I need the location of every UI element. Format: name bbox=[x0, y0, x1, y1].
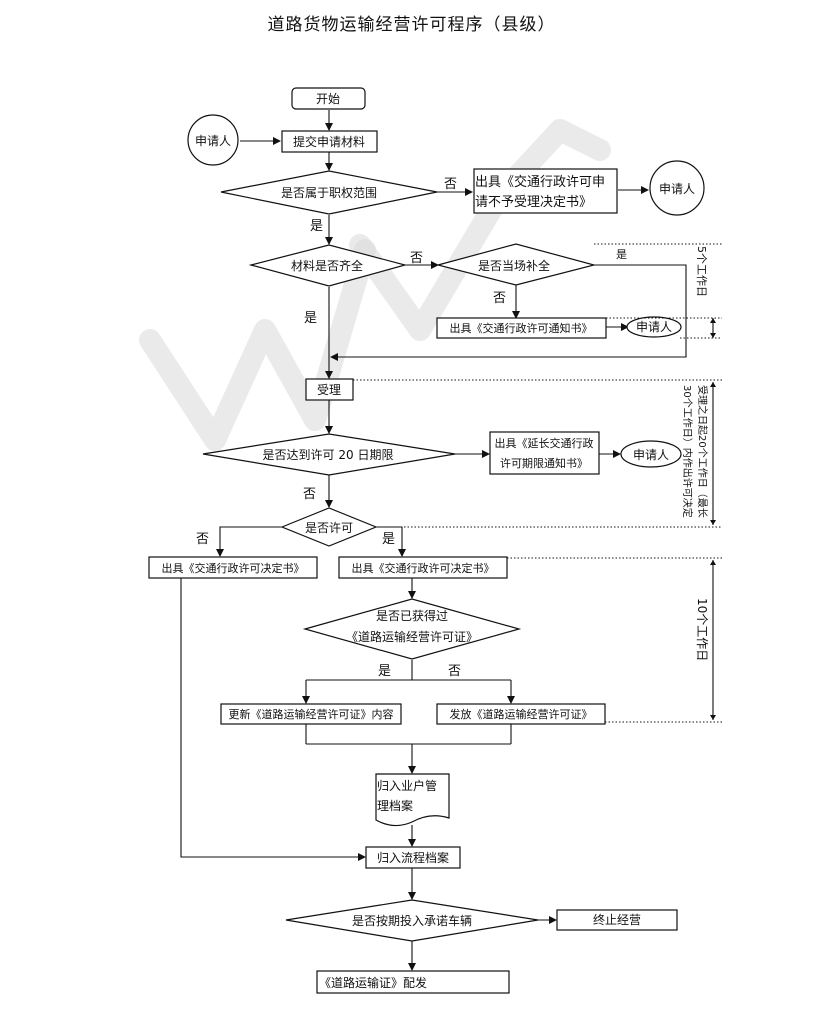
applicant-label: 申请人 bbox=[636, 320, 672, 334]
submit-materials-label: 提交申请材料 bbox=[293, 134, 365, 149]
applicant-label: 申请人 bbox=[195, 134, 231, 148]
edge-label-no: 否 bbox=[448, 664, 461, 679]
decision-doc-no-label: 出具《交通行政许可决定书》 bbox=[162, 561, 305, 575]
edge-label-no: 否 bbox=[493, 291, 506, 306]
within-scope-decision bbox=[220, 170, 438, 215]
start-label: 开始 bbox=[316, 92, 340, 106]
edge-label-no: 否 bbox=[303, 487, 316, 502]
accept-label: 受理 bbox=[317, 383, 341, 397]
twenty-day-limit-label: 是否达到许可 20 日期限 bbox=[263, 448, 394, 462]
terminate-node bbox=[556, 909, 678, 931]
edge-label-no: 否 bbox=[410, 251, 423, 266]
reject-doc-label-1: 出具《交通行政许可申 bbox=[475, 174, 605, 190]
notice-doc-node bbox=[436, 317, 607, 339]
materials-complete-label: 材料是否齐全 bbox=[291, 258, 363, 273]
edge-label-yes: 是 bbox=[378, 664, 391, 679]
vehicles-label: 是否按期投入承诺车辆 bbox=[352, 913, 472, 928]
archive-user-label-2: 理档案 bbox=[377, 798, 413, 813]
permit-label: 是否许可 bbox=[305, 521, 353, 535]
edge-label-yes: 是 bbox=[310, 219, 323, 234]
road-permit-label: 《道路运输证》配发 bbox=[319, 975, 427, 990]
applicant-label: 申请人 bbox=[659, 182, 695, 196]
archive-user-label-1: 归入业户管 bbox=[377, 778, 437, 793]
twenty-days-note-2: 30个工作日）内作出许可决定 bbox=[681, 385, 694, 518]
license-obtained-label-2: 《道路运输经营许可证》 bbox=[346, 629, 478, 644]
extend-doc-label-2: 许可期限通知书》 bbox=[500, 456, 588, 470]
applicant-node bbox=[620, 440, 682, 468]
supplement-decision bbox=[435, 243, 597, 286]
applicant-node bbox=[649, 160, 705, 216]
license-obtained-decision bbox=[302, 598, 522, 660]
supplement-label: 是否当场补全 bbox=[478, 258, 550, 273]
edge-label-no: 否 bbox=[196, 532, 209, 547]
applicant-node bbox=[187, 114, 239, 166]
decision-doc-yes-node bbox=[338, 556, 508, 579]
update-license-label: 更新《道路运输经营许可证》内容 bbox=[229, 707, 394, 721]
vehicles-decision bbox=[285, 899, 539, 942]
decision-doc-yes-label: 出具《交通行政许可决定书》 bbox=[352, 561, 495, 575]
materials-complete-decision bbox=[248, 244, 408, 287]
edge-label-yes: 是 bbox=[616, 248, 627, 261]
update-license-node bbox=[220, 703, 402, 725]
twenty-days-note-1: 受理之日起20个工作日（最长 bbox=[696, 385, 709, 518]
archive-user-node bbox=[375, 773, 450, 827]
road-permit-node bbox=[316, 970, 510, 994]
start-node bbox=[291, 87, 366, 110]
extend-doc-node bbox=[489, 431, 600, 475]
archive-process-label: 归入流程档案 bbox=[377, 850, 449, 865]
decision-doc-no-node bbox=[148, 556, 318, 579]
edge-label-no: 否 bbox=[444, 177, 457, 192]
notice-doc-label: 出具《交通行政许可通知书》 bbox=[450, 321, 593, 335]
issue-license-label: 发放《道路运输经营许可证》 bbox=[450, 707, 593, 721]
terminate-label: 终止经营 bbox=[593, 912, 641, 927]
ten-days-note: 10个工作日 bbox=[695, 598, 709, 661]
time-brackets bbox=[353, 243, 722, 723]
applicant-node bbox=[626, 316, 682, 338]
accept-node bbox=[305, 378, 354, 401]
connectors bbox=[180, 110, 687, 971]
edge-label-yes: 是 bbox=[304, 311, 317, 326]
applicant-label: 申请人 bbox=[633, 448, 669, 462]
extend-doc-label-1: 出具《延长交通行政 bbox=[495, 436, 594, 450]
reject-doc-node bbox=[473, 168, 618, 214]
archive-process-node bbox=[365, 846, 461, 869]
page-title: 道路货物运输经营许可程序（县级） bbox=[267, 15, 556, 35]
license-obtained-label-1: 是否已获得过 bbox=[376, 608, 448, 623]
five-days-note: 5个工作日 bbox=[695, 246, 708, 297]
within-scope-label: 是否属于职权范围 bbox=[281, 186, 377, 200]
twenty-day-limit-decision bbox=[202, 433, 456, 476]
edge-labels: 否 是 否 是 否 是 否 否 是 是 否 bbox=[196, 177, 627, 679]
reject-doc-label-2: 请不予受理决定书》 bbox=[475, 195, 592, 210]
issue-license-node bbox=[436, 703, 606, 725]
edge-label-yes: 是 bbox=[382, 532, 395, 547]
submit-materials-node bbox=[281, 130, 378, 153]
